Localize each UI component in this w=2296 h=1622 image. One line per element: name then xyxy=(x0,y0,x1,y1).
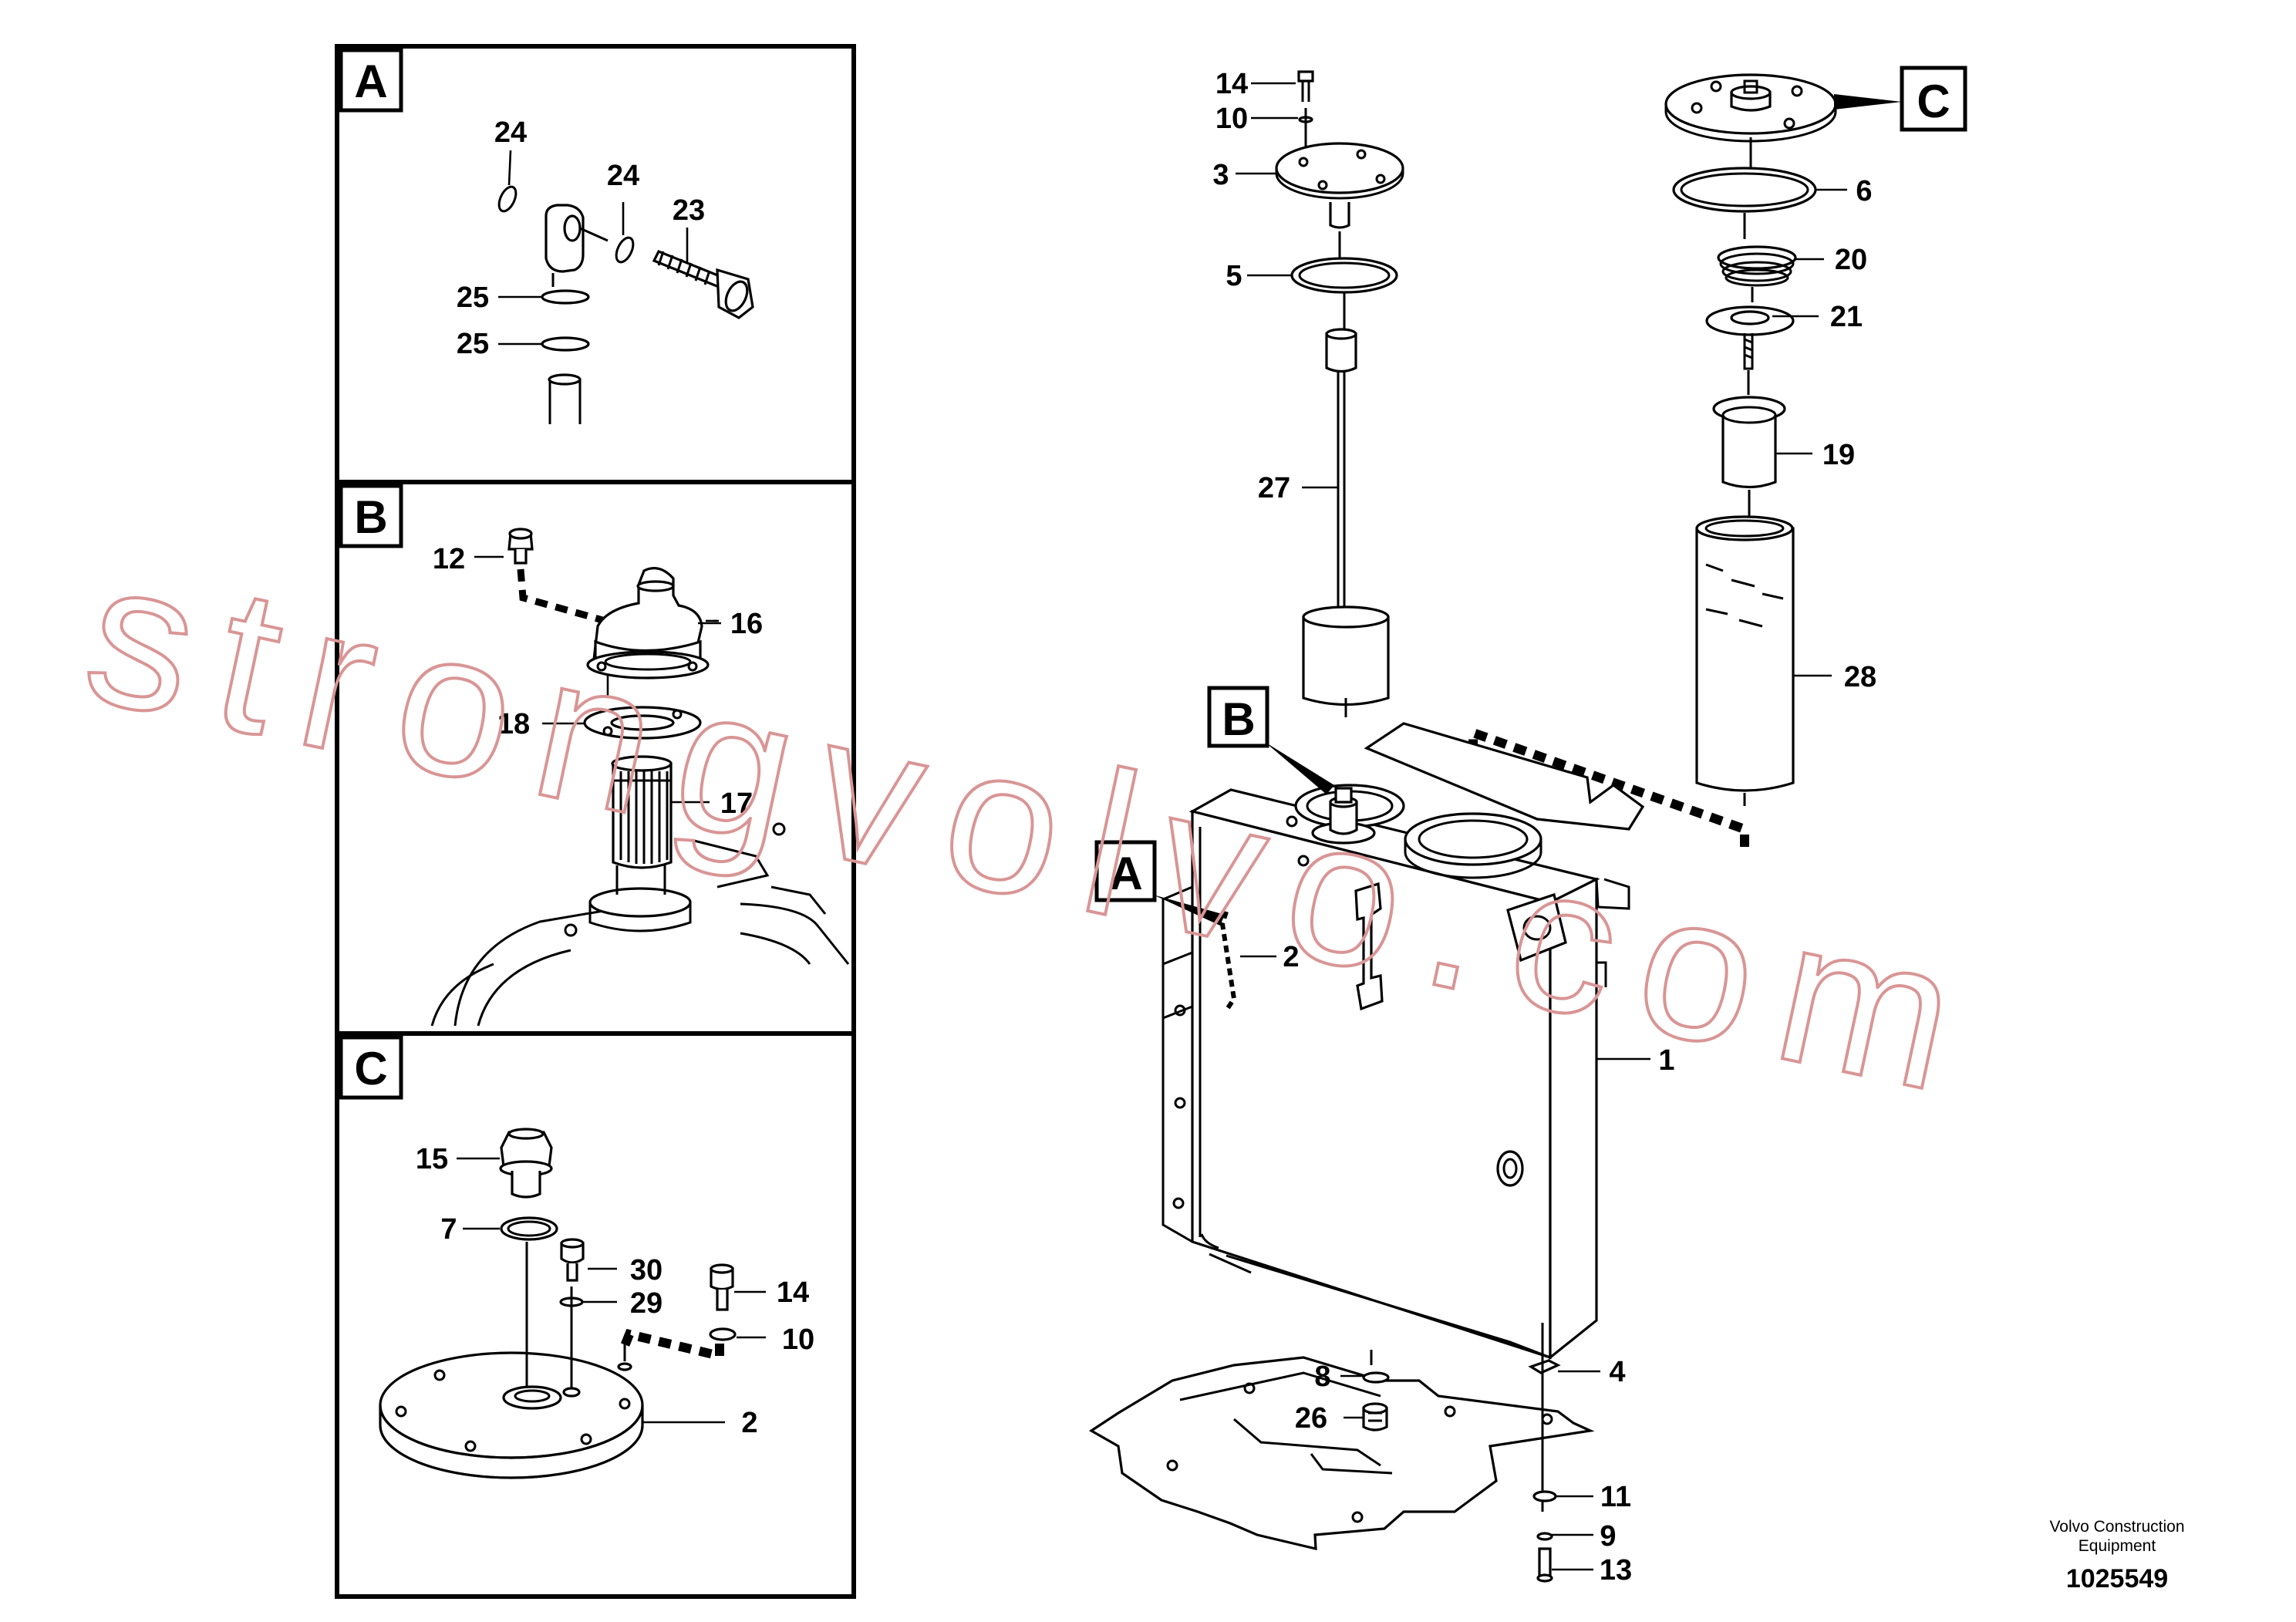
callout-c-tag: C xyxy=(1917,76,1950,127)
label-24-a: 24 xyxy=(494,116,527,149)
label-9: 9 xyxy=(1600,1520,1616,1553)
label-21: 21 xyxy=(1830,301,1863,333)
main-assembly: A B C 14 10 xyxy=(1088,66,1967,1587)
publisher-credit: Volvo Construction Equipment 1025549 xyxy=(2049,1518,2184,1593)
label-4: 4 xyxy=(1609,1356,1625,1388)
document-number: 1025549 xyxy=(2066,1564,2168,1593)
label-17: 17 xyxy=(720,787,753,820)
label-10: 10 xyxy=(1215,103,1248,135)
label-2-c: 2 xyxy=(741,1407,757,1439)
label-27: 27 xyxy=(1258,472,1290,504)
label-10-c: 10 xyxy=(782,1324,814,1356)
panel-a-tag: A xyxy=(354,56,387,107)
label-7: 7 xyxy=(440,1213,457,1246)
label-13: 13 xyxy=(1600,1554,1632,1587)
label-29: 29 xyxy=(630,1287,663,1320)
detail-panel-c: C xyxy=(335,1031,856,1599)
label-6: 6 xyxy=(1856,175,1872,207)
label-24-b: 24 xyxy=(607,160,639,192)
label-23: 23 xyxy=(673,194,705,227)
label-26: 26 xyxy=(1295,1402,1327,1435)
detail-panel-b: B xyxy=(335,480,856,1036)
label-15: 15 xyxy=(416,1143,448,1175)
credit-line-1: Volvo Construction xyxy=(2049,1518,2184,1536)
label-5: 5 xyxy=(1226,260,1242,292)
callout-a-tag: A xyxy=(1109,848,1142,899)
label-12: 12 xyxy=(433,543,465,575)
label-14-c: 14 xyxy=(777,1276,809,1309)
callout-b-tag: B xyxy=(1222,693,1255,745)
callout-a: A xyxy=(1094,840,1237,1012)
label-14: 14 xyxy=(1215,68,1248,100)
detail-panel-a: A 24 24 23 25 25 xyxy=(335,44,856,484)
label-28: 28 xyxy=(1844,661,1876,693)
label-3: 3 xyxy=(1212,159,1229,191)
callout-b: B xyxy=(1207,686,1334,794)
panel-c-tag: C xyxy=(354,1043,387,1094)
callout-c: C xyxy=(1834,66,1967,132)
label-2: 2 xyxy=(1283,941,1299,973)
panel-b-tag: B xyxy=(354,491,387,543)
label-1: 1 xyxy=(1658,1044,1674,1077)
label-16: 16 xyxy=(730,608,763,640)
label-11: 11 xyxy=(1600,1481,1631,1513)
credit-line-2: Equipment xyxy=(2079,1537,2156,1555)
label-20: 20 xyxy=(1835,244,1867,276)
label-25-b: 25 xyxy=(457,328,489,360)
label-25-a: 25 xyxy=(457,282,489,314)
label-30: 30 xyxy=(630,1254,663,1286)
label-8: 8 xyxy=(1314,1361,1330,1393)
label-19: 19 xyxy=(1822,439,1855,471)
label-18: 18 xyxy=(497,708,530,740)
